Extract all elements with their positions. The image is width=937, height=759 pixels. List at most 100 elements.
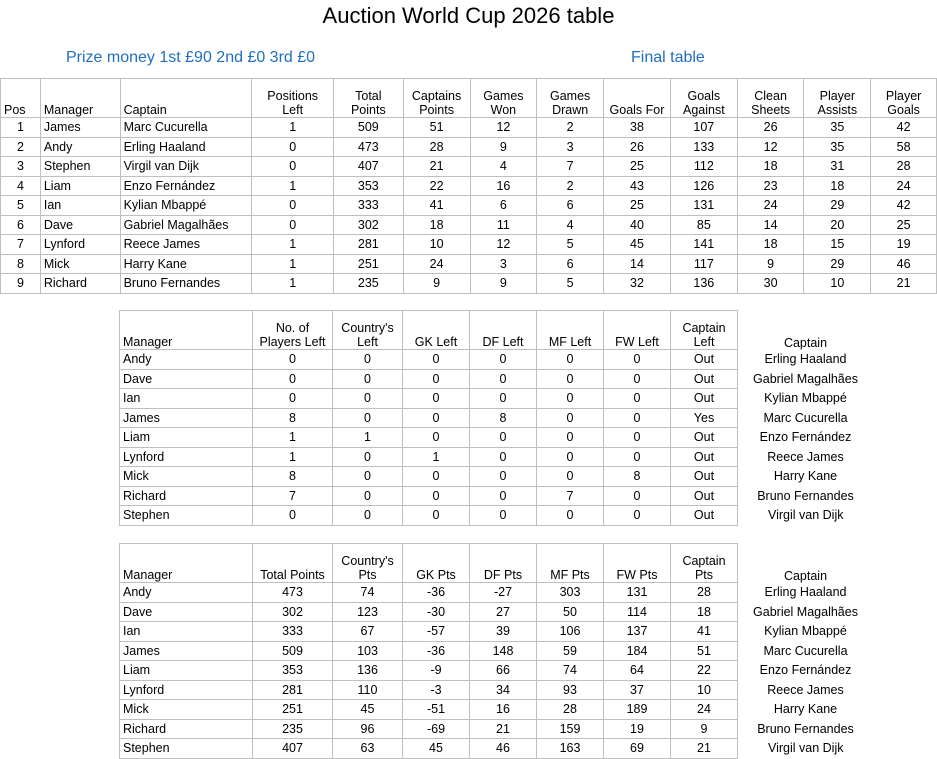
table-cell: 8 [252,466,333,487]
table2-header-cell: Captain [738,311,874,350]
table-cell: Out [670,388,738,409]
table-cell: Reece James [119,234,253,255]
table3-header-line2: GK Pts [416,568,456,582]
table1-header-line2: Points [350,103,386,117]
table-cell: 51 [670,640,738,661]
table-cell: 29 [803,253,872,274]
table-cell: Out [670,368,738,389]
table-cell: 59 [536,640,604,661]
table-cell: 509 [333,117,404,138]
table3-header-line1 [406,554,466,568]
table-cell: 126 [669,175,738,196]
table-cell: 0 [603,407,671,428]
table-cell: 23 [736,175,805,196]
table-cell: Andy [39,136,121,157]
table-cell: 41 [402,195,471,216]
table2-header-cell: Manager [119,310,253,350]
table-cell: 0 [402,349,470,370]
table-cell: 31 [803,156,872,177]
table-cell: Dave [39,214,121,235]
table2-header-line1: Captain [682,321,726,335]
table-cell: 32 [603,273,671,294]
table-cell: Stephen [119,505,253,526]
table-cell: 159 [536,718,604,739]
table-cell: 0 [469,446,537,467]
table-cell: Harry Kane [119,253,253,274]
table3-header-line1 [741,555,870,569]
table-cell: 0 [332,388,403,409]
table3-header-line2: FW Pts [616,568,658,582]
table3-header-cell: Total Points [252,543,333,583]
table-cell: 0 [251,195,335,216]
table-cell: 1 [252,446,333,467]
table-cell: 235 [252,718,333,739]
table3-header-line1 [123,554,249,568]
table-cell: 2 [0,136,41,157]
table-cell: 0 [402,485,470,506]
table1-header-line2: Drawn [552,103,589,117]
table-cell: 14 [603,253,671,274]
table2-header-cell: FW Left [603,310,671,350]
table-cell: Bruno Fernandes [757,721,854,736]
table-cell: 51 [402,117,471,138]
table-cell: 46 [469,738,537,759]
table-cell: 25 [603,156,671,177]
table-cell: 473 [252,582,333,603]
table-cell: 0 [469,388,537,409]
table3-header-cell: FW Pts [603,543,671,583]
table-cell: 38 [603,117,671,138]
table-cell: 18 [670,601,738,622]
table3-header-line2: MF Pts [550,568,590,582]
table-cell: 0 [402,427,470,448]
table2-header-cell: MF Left [536,310,604,350]
table-cell: 0 [469,368,537,389]
table-cell: 45 [603,234,671,255]
table-cell: 6 [536,253,605,274]
table-cell: 0 [603,349,671,370]
table-cell: Ian [39,195,121,216]
table-cell: 131 [669,195,738,216]
table-cell: 0 [402,368,470,389]
table-cell: 45 [402,738,470,759]
table3-header-line2: Pts [358,568,377,582]
table-cell: 0 [536,446,604,467]
table3-header-cell: MF Pts [536,543,604,583]
table-cell: 0 [332,407,403,428]
table-cell: 281 [252,679,333,700]
table-cell: Lynford [119,679,253,700]
table-cell: 0 [251,156,335,177]
table-cell: 302 [252,601,333,622]
table-cell: Out [670,349,738,370]
table3-header-line2: Captain [783,568,828,583]
table-cell: 0 [603,485,671,506]
table1-header-cell: Captain [119,78,253,118]
table-cell: 189 [603,699,671,720]
table-cell: 0 [469,505,537,526]
table-cell: 0 [252,368,333,389]
table-cell: 30 [736,273,805,294]
table-cell: 5 [536,234,605,255]
table-cell: Stephen [119,738,253,759]
table1-header-line2: Against [682,103,725,117]
table3-header-line1: Captain [682,554,726,568]
table1-header-line1: Captains [411,89,462,103]
table-cell: 24 [670,699,738,720]
table-cell: 117 [669,253,738,274]
table-cell: Richard [119,718,253,739]
table-cell: 123 [332,601,403,622]
table-cell: 3 [536,136,605,157]
table-cell: 35 [803,117,872,138]
table-cell: 37 [603,679,671,700]
table-cell: Ian [119,621,253,642]
table-cell: Liam [39,175,121,196]
